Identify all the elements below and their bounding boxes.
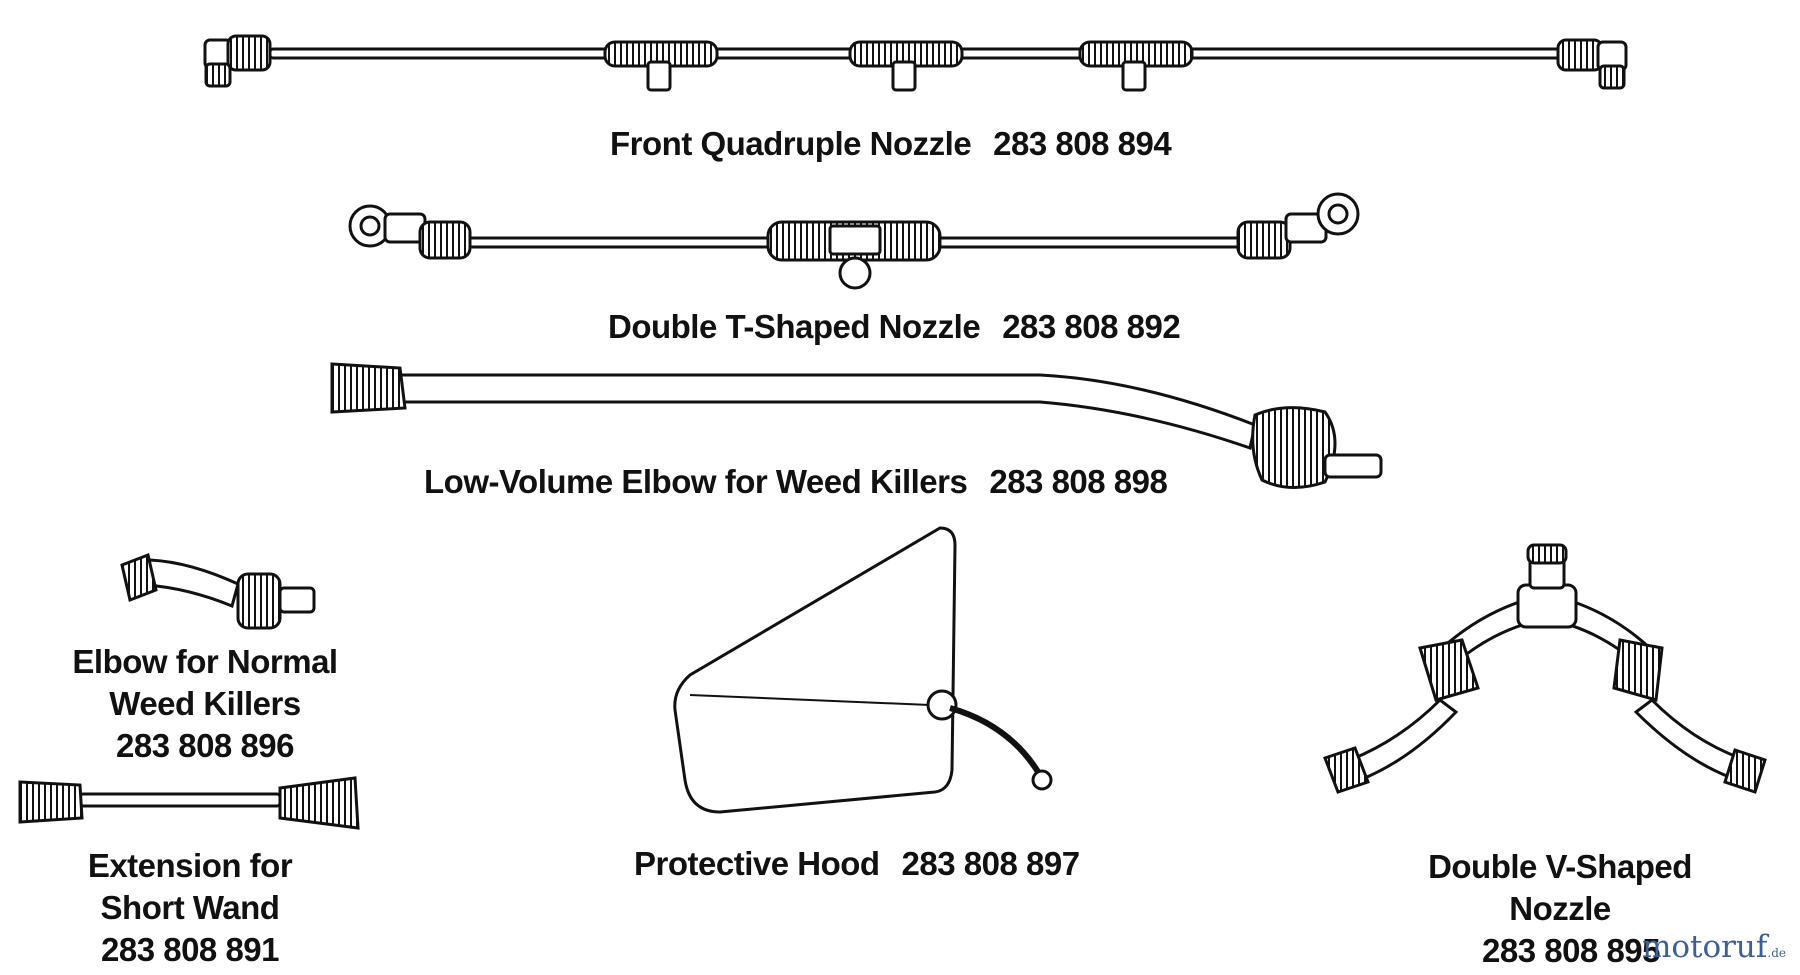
- part-number: 283 808 895: [1481, 932, 1661, 969]
- part-name: Double T-Shaped Nozzle: [608, 308, 981, 345]
- front-quadruple-nozzle-drawing: [203, 34, 1628, 92]
- low-volume-elbow-drawing: [330, 362, 1383, 490]
- front-quadruple-nozzle-label: Front Quadruple Nozzle 283 808 894: [610, 123, 1172, 165]
- part-number: 283 808 891: [100, 931, 280, 968]
- elbow-normal-drawing: [120, 552, 316, 630]
- part-number: 283 808 892: [1002, 308, 1181, 345]
- part-name: Front Quadruple Nozzle: [610, 125, 972, 162]
- double-v-nozzle-label: Double V-Shaped Nozzle 283 808 895: [1370, 846, 1750, 972]
- watermark-logo: motoruf.de: [1642, 929, 1786, 965]
- elbow-normal-label: Elbow for Normal Weed Killers 283 808 89…: [40, 641, 370, 767]
- watermark-tld: .de: [1767, 946, 1786, 960]
- extension-short-wand-drawing: [18, 776, 360, 830]
- part-name-line2: Short Wand: [100, 889, 280, 926]
- part-name-line2: Nozzle: [1509, 890, 1611, 927]
- extension-short-wand-label: Extension for Short Wand 283 808 891: [30, 845, 350, 971]
- part-number: 283 808 897: [901, 845, 1081, 882]
- part-number: 283 808 896: [115, 727, 295, 764]
- double-t-nozzle-drawing: [348, 192, 1360, 290]
- part-name-line1: Extension for: [87, 847, 293, 884]
- part-name: Low-Volume Elbow for Weed Killers: [424, 463, 968, 500]
- part-name-line1: Double V-Shaped: [1428, 848, 1692, 885]
- double-v-nozzle-drawing: [1323, 543, 1767, 794]
- low-volume-elbow-label: Low-Volume Elbow for Weed Killers 283 808…: [424, 461, 1168, 503]
- part-number: 283 808 898: [989, 463, 1168, 500]
- protective-hood-drawing: [673, 526, 1053, 814]
- part-name-line2: Weed Killers: [109, 685, 301, 722]
- part-name-line2-and-number: Nozzle 283 808 895: [1370, 888, 1750, 972]
- double-t-nozzle-label: Double T-Shaped Nozzle 283 808 892: [608, 306, 1181, 348]
- protective-hood-label: Protective Hood 283 808 897: [634, 843, 1080, 885]
- part-number: 283 808 894: [993, 125, 1172, 162]
- part-name: Protective Hood: [634, 845, 880, 882]
- part-name-line1: Elbow for Normal: [72, 643, 338, 680]
- watermark-text: motoruf: [1641, 929, 1768, 965]
